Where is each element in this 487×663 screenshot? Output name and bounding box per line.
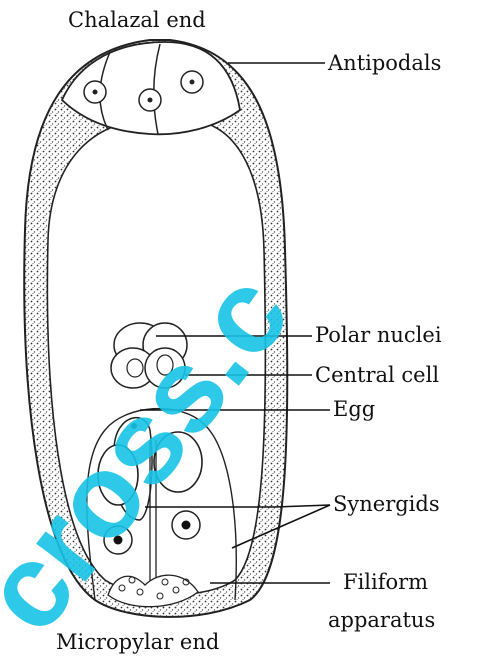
antipodals-label: Antipodals [328, 53, 441, 74]
filiform-label-line1: Filiform [343, 572, 428, 593]
egg-label: Egg [333, 399, 375, 420]
leader-synergids-2 [275, 505, 330, 507]
chalazal-end-label: Chalazal end [68, 10, 206, 31]
filiform-label-line2: apparatus [328, 610, 435, 631]
micropylar-end-label: Micropylar end [56, 632, 219, 653]
synergids-label: Synergids [333, 494, 440, 515]
polar-nuclei-label: Polar nuclei [315, 325, 442, 346]
central-cell-label: Central cell [315, 365, 439, 386]
polar-nuclei [111, 323, 187, 388]
